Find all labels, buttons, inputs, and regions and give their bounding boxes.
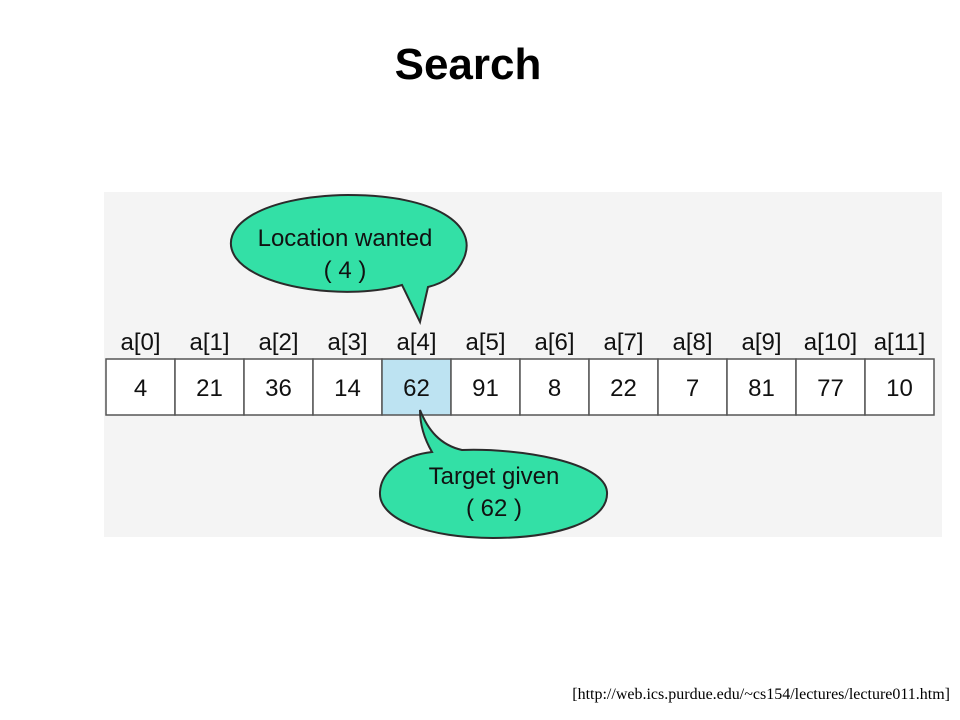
array-cell-box xyxy=(381,358,452,416)
location-bubble-line2: ( 4 ) xyxy=(324,257,367,284)
target-given-bubble: Target given ( 62 ) xyxy=(378,409,609,540)
location-bubble-line1: Location wanted xyxy=(258,225,433,252)
array-cell-box xyxy=(174,358,245,416)
array-cell-value: 77 xyxy=(817,375,844,402)
array-cell-box xyxy=(726,358,797,416)
array-cell-value: 22 xyxy=(610,375,637,402)
array-index-label: a[6] xyxy=(534,329,574,356)
array-cell-value: 8 xyxy=(548,375,561,402)
array-cell-value: 7 xyxy=(686,375,699,402)
location-wanted-bubble: Location wanted ( 4 ) xyxy=(229,193,468,325)
array-cell-value: 81 xyxy=(748,375,775,402)
index-labels: a[0] a[1] a[2] a[3] a[4] a[5] a[6] a[7] a[8] a[9]… xyxy=(120,329,925,356)
array-cell-box xyxy=(519,358,590,416)
array-index-label: a[11] xyxy=(874,329,926,356)
array-cell-box xyxy=(105,358,176,416)
array-cell-box xyxy=(243,358,314,416)
array-cell-value: 14 xyxy=(334,375,361,402)
array-cell-box xyxy=(312,358,383,416)
array-cell-value: 21 xyxy=(196,375,223,402)
array-index-label: a[8] xyxy=(672,329,712,356)
array-cell-value: 10 xyxy=(886,375,913,402)
array-cell-value: 62 xyxy=(403,375,430,402)
array-cell-value: 36 xyxy=(265,375,292,402)
array-index-label: a[9] xyxy=(741,329,781,356)
array-index-label: a[1] xyxy=(189,329,229,356)
array-index-label: a[5] xyxy=(465,329,505,356)
location-bubble-shape xyxy=(229,193,468,325)
source-citation: [http://web.ics.purdue.edu/~cs154/lectur… xyxy=(572,686,950,703)
array-index-label: a[0] xyxy=(120,329,160,356)
target-bubble-line1: Target given xyxy=(429,463,560,490)
target-bubble-line2: ( 62 ) xyxy=(466,495,522,522)
array-cell-box xyxy=(864,358,935,416)
target-bubble-shape xyxy=(378,409,609,540)
array-cells: 4 21 36 14 62 91 8 22 7 81 77 10 xyxy=(105,358,935,416)
array-index-label: a[7] xyxy=(603,329,643,356)
array-cell-box xyxy=(657,358,728,416)
array-index-label: a[2] xyxy=(258,329,298,356)
array-cell-box xyxy=(588,358,659,416)
array-index-label: a[10] xyxy=(804,329,857,356)
array-cell-value: 4 xyxy=(134,375,147,402)
array-cell-value: 91 xyxy=(472,375,499,402)
slide-title: Search xyxy=(394,40,542,89)
array-cell-box xyxy=(450,358,521,416)
array-index-label: a[3] xyxy=(327,329,367,356)
array-index-label: a[4] xyxy=(396,329,436,356)
